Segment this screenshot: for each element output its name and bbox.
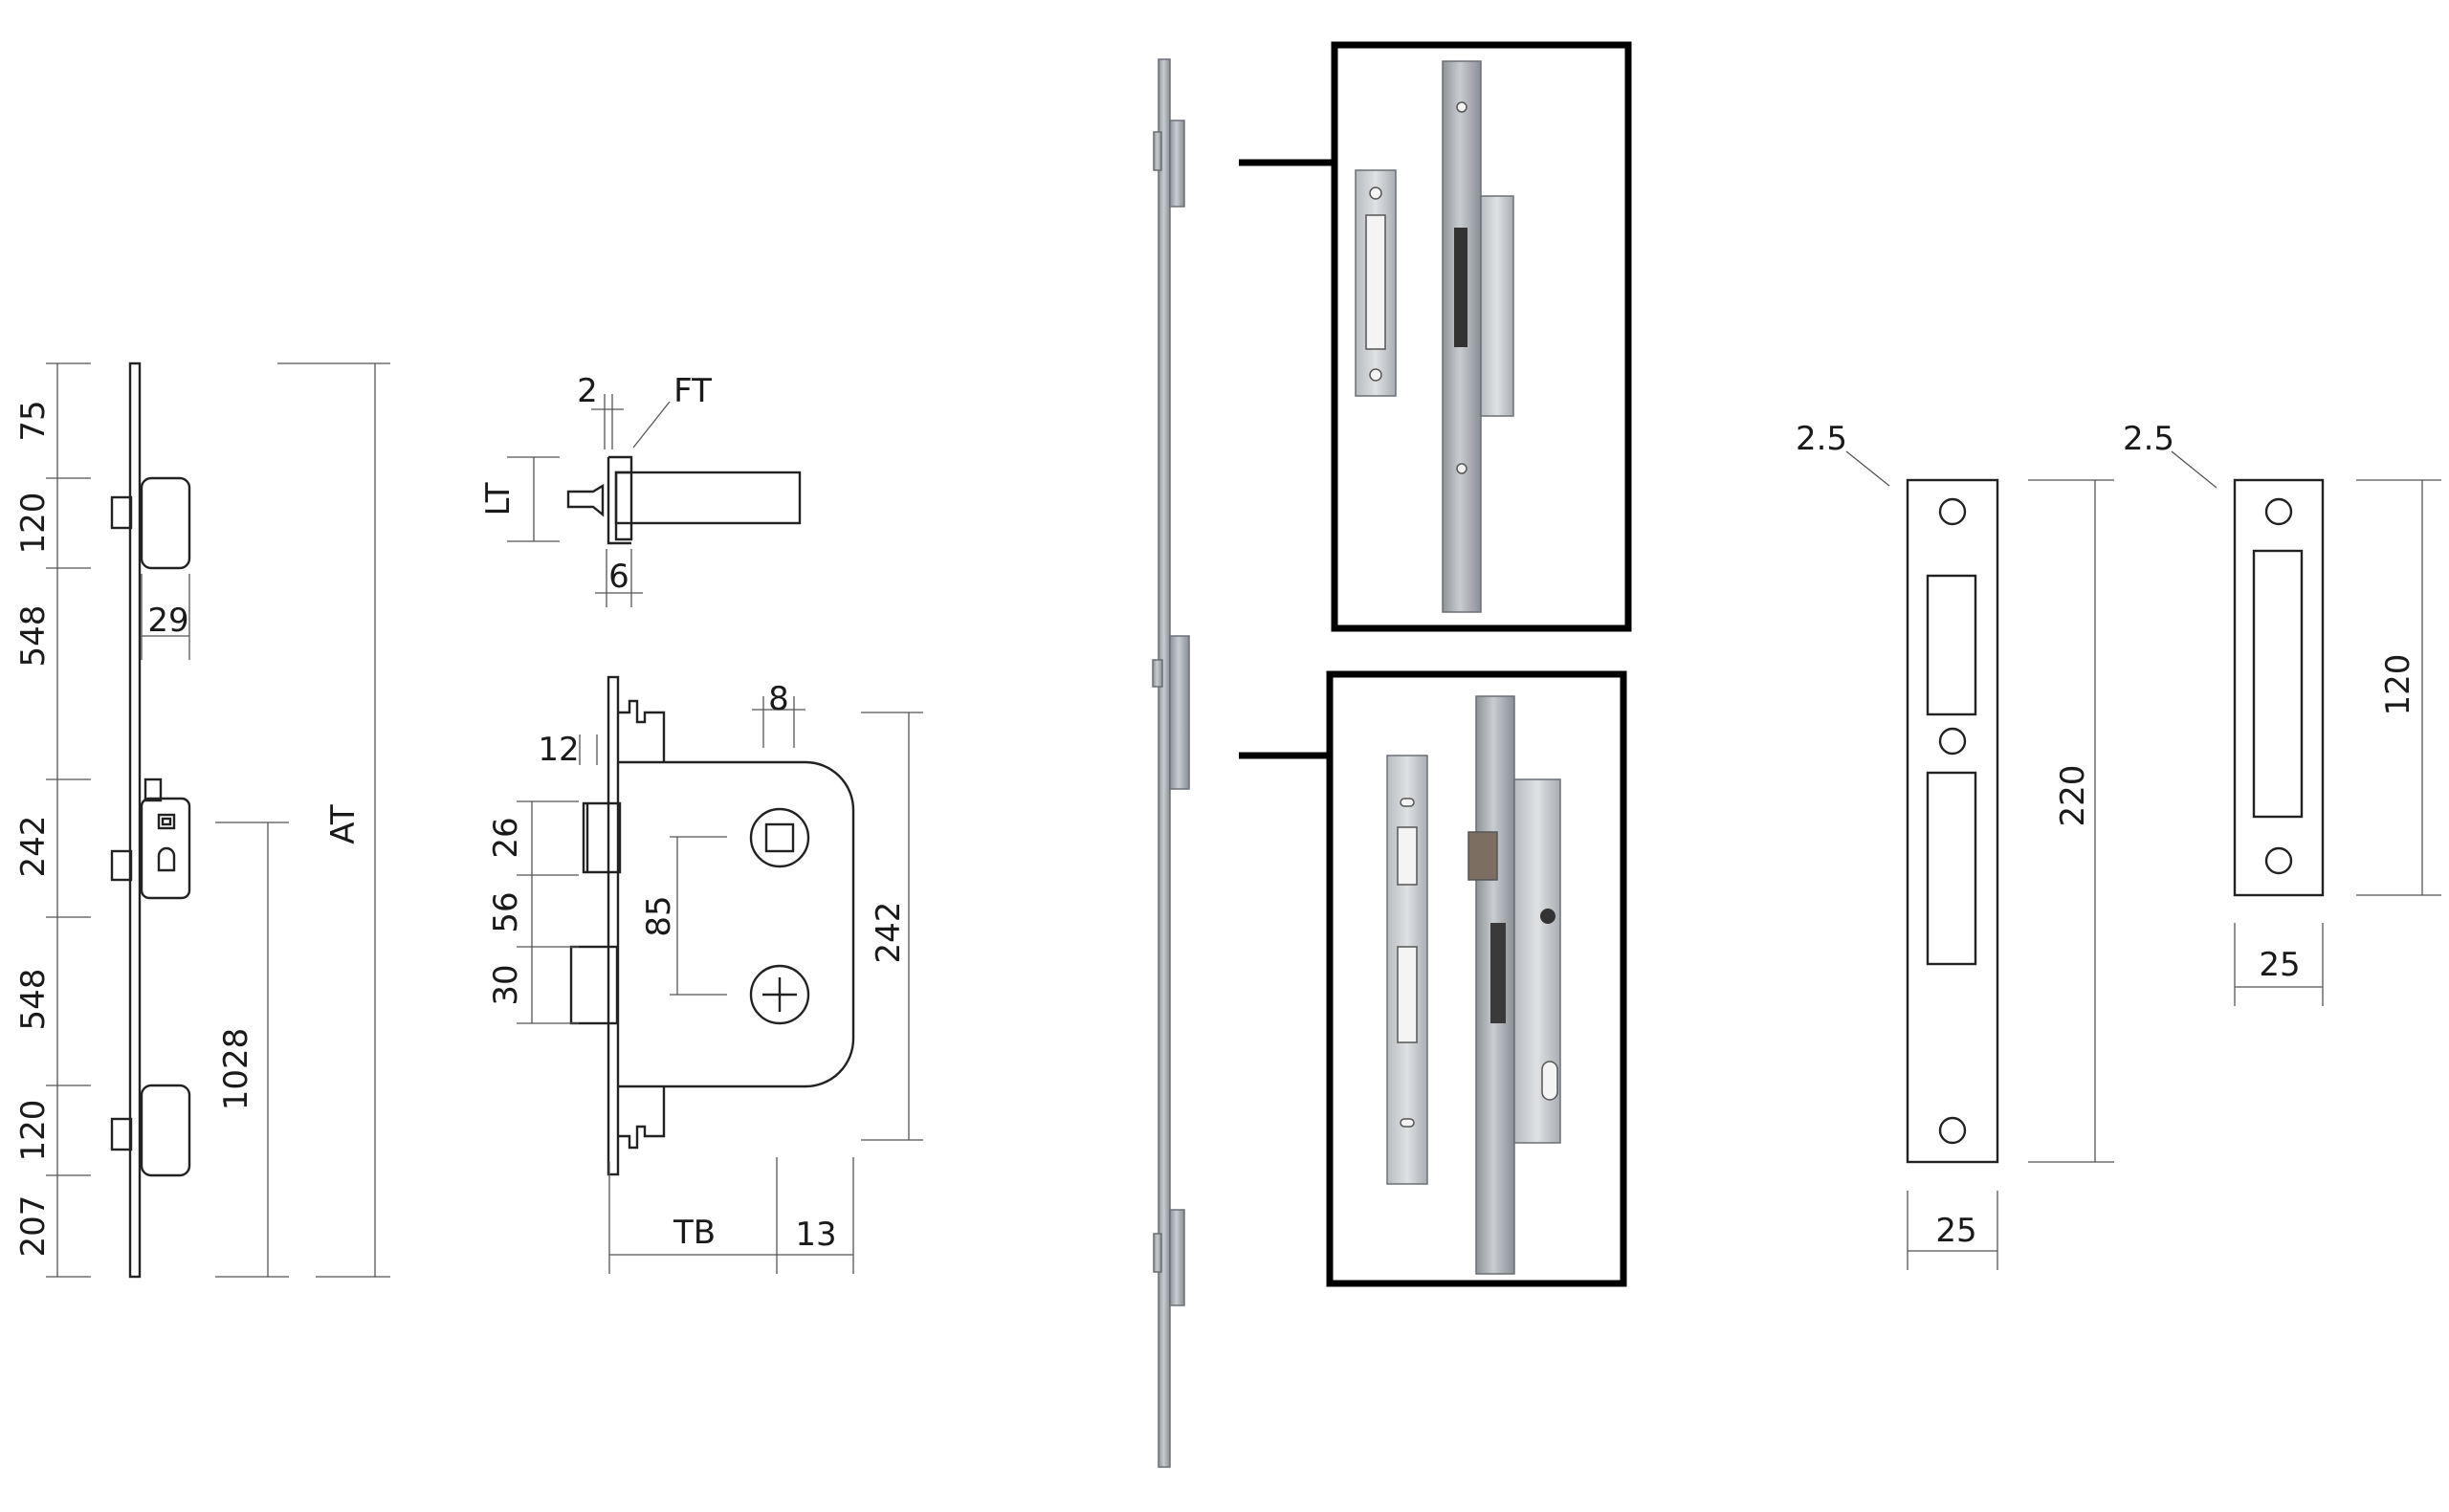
spindle-square-hole [764, 822, 795, 853]
bottom-hook-bolt [140, 1084, 191, 1177]
latch-bolt [582, 801, 622, 874]
dim-1028-lines [215, 822, 289, 1278]
lock-faceplate [607, 675, 620, 1176]
dim-30: 30 [487, 964, 525, 1005]
left-dimension-chain [46, 362, 91, 1278]
callout-top-hook-detail [1331, 41, 1632, 632]
strike-plate-small-slot [2252, 549, 2304, 819]
central-lock-body [140, 797, 191, 900]
cylinder-hole [157, 846, 176, 872]
cylinder-hub [749, 964, 810, 1025]
top-hook-bolt [140, 476, 191, 570]
dim-13: 13 [795, 1216, 836, 1254]
dim-6: 6 [608, 558, 629, 596]
strike-plate-large-outline [1906, 478, 1999, 1164]
dim-75: 75 [14, 400, 53, 441]
dim-242: 242 [14, 816, 53, 878]
strike-slot-photo-top [1365, 214, 1386, 350]
strike-slot-photo-1 [1397, 826, 1418, 886]
strike-plate-large-slot-2 [1926, 771, 1977, 966]
lock-top-guide [618, 699, 666, 762]
central-bolt-slot-photo [1490, 923, 1506, 1023]
dim-120-bottom: 120 [14, 1100, 53, 1162]
latch-dim-lines [507, 394, 671, 607]
dim-56: 56 [487, 891, 525, 932]
lock-case-dim-lines [517, 696, 923, 1274]
hook-case-photo [1480, 195, 1514, 417]
dim-26: 26 [487, 817, 525, 858]
spindle-photo [1540, 909, 1555, 924]
spindle-square-inner [161, 817, 172, 826]
strike-plate-large: 2.5 220 25 [1796, 420, 2114, 1270]
strike-slot-photo-2 [1397, 946, 1418, 1043]
dim-1028: 1028 [217, 1028, 255, 1111]
dim-LT: LT [479, 482, 518, 515]
latch-bolt-body [614, 471, 802, 525]
latch-detail: 2 FT LT 6 [479, 372, 802, 607]
central-lock-latch [143, 778, 163, 802]
dim-FT: FT [673, 372, 712, 410]
dim-120-strike: 120 [2379, 654, 2417, 716]
dim-220: 220 [2054, 765, 2092, 827]
faceplate [128, 362, 142, 1279]
strike-plate-small-outline [2233, 478, 2325, 897]
dim-AT-lines [277, 362, 390, 1278]
dim-120-top: 120 [14, 493, 53, 555]
strike-small-dim-lines [2171, 450, 2441, 1006]
spindle-square [157, 813, 176, 830]
latch-front-plate [608, 455, 633, 541]
lock-case: 8 12 26 56 30 85 242 TB 13 [487, 675, 923, 1274]
strike-plate-large-slot-1 [1926, 574, 1977, 716]
dim-2-5-small: 2.5 [2123, 420, 2174, 458]
central-latch-photo [1152, 659, 1163, 688]
multipoint-lock-photo [1152, 58, 1332, 1468]
dim-2-5-large: 2.5 [1796, 420, 1847, 458]
top-hook-tab-photo [1153, 131, 1162, 171]
dim-2: 2 [577, 372, 598, 410]
bottom-hook-tab [110, 1117, 133, 1151]
dim-548-bottom: 548 [14, 969, 53, 1031]
dim-8: 8 [768, 680, 789, 718]
dead-bolt [569, 945, 619, 1025]
spindle-hub [749, 807, 810, 868]
multipoint-lock-elevation: 75 120 548 242 548 120 207 29 1028 AT [14, 362, 390, 1279]
hook-slot-photo [1454, 228, 1467, 347]
dim-242-case: 242 [870, 902, 908, 964]
strike-plate-small: 2.5 120 25 [2123, 420, 2441, 1006]
callout-central-lock-detail [1326, 670, 1627, 1287]
latch-plate-edge [607, 457, 631, 545]
lock-case-body [618, 760, 855, 1088]
latch-tongue [566, 483, 605, 517]
dim-29: 29 [147, 602, 188, 640]
dim-548-top: 548 [14, 605, 53, 668]
dim-TB: TB [673, 1214, 716, 1252]
central-lock-tab [110, 849, 133, 882]
central-lock-photo [1169, 635, 1190, 790]
dim-25-small: 25 [2259, 946, 2300, 984]
dim-85: 85 [640, 895, 678, 936]
dim-207: 207 [14, 1195, 53, 1258]
lock-bottom-guide [618, 1086, 666, 1150]
cylinder-hole-photo [1541, 1061, 1558, 1101]
bottom-hook-photo [1169, 1209, 1185, 1306]
central-latch-photo-detail [1467, 831, 1498, 881]
dim-AT: AT [324, 804, 363, 844]
top-hook-photo [1169, 120, 1185, 208]
dim-12: 12 [538, 731, 579, 769]
strike-large-dim-lines [1845, 450, 2114, 1270]
dim-25-large: 25 [1935, 1212, 1976, 1250]
dim-29-lines [141, 574, 190, 660]
top-hook-tab [110, 495, 133, 530]
bottom-hook-tab-photo [1153, 1233, 1162, 1273]
